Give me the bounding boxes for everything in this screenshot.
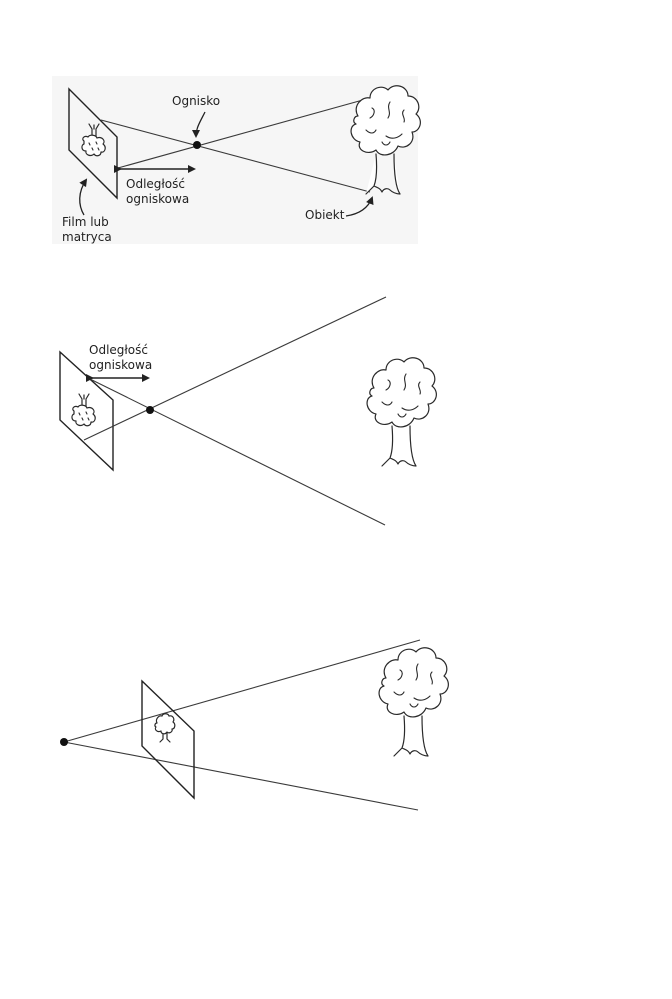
ray-lower-3 bbox=[63, 741, 419, 811]
focal-point-label: Ognisko bbox=[172, 94, 220, 108]
object-pointer-arrow bbox=[345, 196, 374, 217]
panel-1-camera-obscura: Ognisko Odległość ogniskowa Film lub mat… bbox=[52, 76, 421, 244]
film-label-line1: Film lub bbox=[62, 215, 109, 229]
panel-2-long-focal-length: Odległość ogniskowa bbox=[59, 296, 437, 526]
tree-object-icon-3 bbox=[378, 647, 449, 757]
film-pointer-arrow bbox=[79, 178, 88, 216]
ray-lower-to-upper-1 bbox=[117, 97, 371, 169]
image-plane-3 bbox=[141, 679, 195, 800]
tree-object-icon-2 bbox=[366, 357, 437, 467]
ray-upper-to-lower-2 bbox=[87, 377, 386, 526]
focal-length-label-line2: ogniskowa bbox=[126, 192, 189, 206]
focal-length-label-2-line1: Odległość bbox=[89, 343, 148, 357]
upright-tree-image-icon-3 bbox=[154, 713, 176, 743]
focal-point-pointer-arrow bbox=[192, 111, 206, 138]
panel-1-background bbox=[52, 76, 418, 244]
film-plane-2 bbox=[59, 350, 114, 472]
focal-point-3 bbox=[60, 738, 68, 746]
ray-upper-to-lower-1 bbox=[100, 119, 371, 193]
focal-length-label-line1: Odległość bbox=[126, 177, 185, 191]
inverted-tree-image-icon-2 bbox=[71, 393, 96, 427]
focal-length-label-2-line2: ogniskowa bbox=[89, 358, 152, 372]
focal-point-1 bbox=[193, 141, 201, 149]
object-label: Obiekt bbox=[305, 208, 345, 222]
focal-point-2 bbox=[146, 406, 154, 414]
film-plane-1 bbox=[68, 87, 118, 200]
ray-upper-3 bbox=[63, 639, 421, 743]
film-label-line2: matryca bbox=[62, 230, 112, 244]
panel-3-projection bbox=[60, 639, 449, 811]
ray-lower-to-upper-2 bbox=[83, 296, 387, 441]
